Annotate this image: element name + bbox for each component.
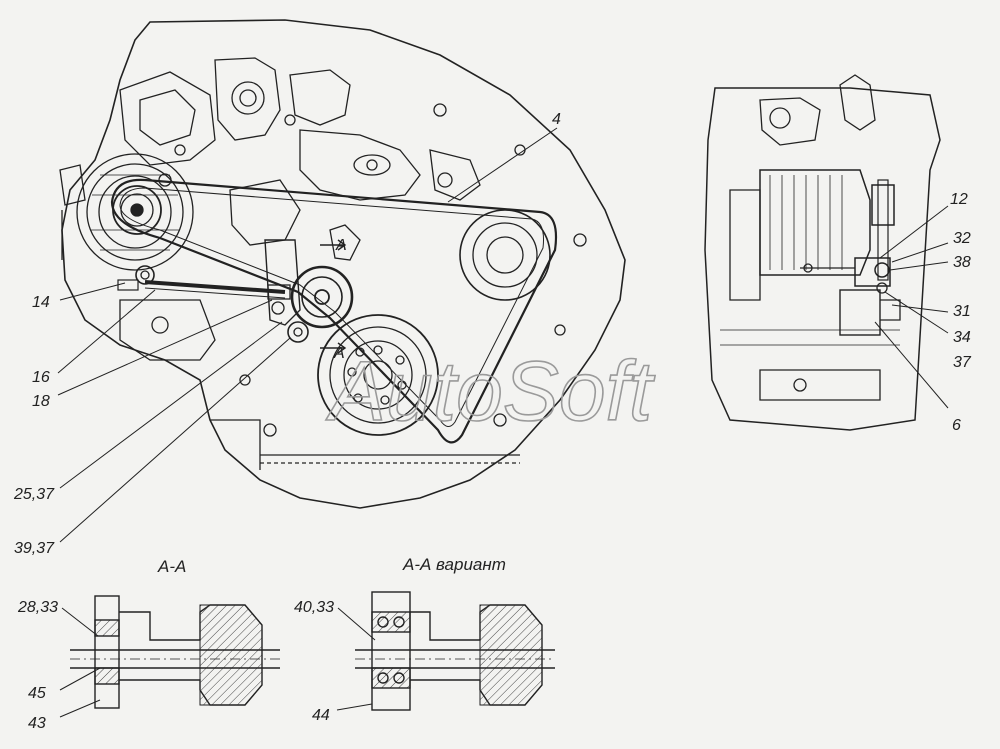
label-31: 31 <box>953 303 971 320</box>
label-40-33: 40,33 <box>294 599 334 616</box>
section-aa-variant <box>355 591 555 711</box>
label-25-37: 25,37 <box>13 486 55 503</box>
label-14: 14 <box>32 294 50 311</box>
label-45: 45 <box>28 685 46 702</box>
label-a-lower: A <box>333 345 345 362</box>
label-44: 44 <box>312 707 330 724</box>
section-title-aa: А-А <box>157 557 186 576</box>
crankshaft-pulley <box>317 314 439 436</box>
tensioner-bracket <box>264 239 309 343</box>
tensioner-side <box>800 257 901 336</box>
label-32: 32 <box>953 230 971 247</box>
label-6: 6 <box>952 417 961 434</box>
label-34: 34 <box>953 329 971 346</box>
label-39-37: 39,37 <box>14 540 55 557</box>
label-12: 12 <box>950 191 968 208</box>
drive-belt <box>110 178 558 444</box>
label-28-33: 28,33 <box>17 599 58 616</box>
watermark: AutoSoft <box>325 344 656 438</box>
tension-roller <box>290 265 354 329</box>
leader-lines <box>57 127 949 718</box>
label-a-upper: A <box>335 237 347 254</box>
label-38: 38 <box>953 254 971 271</box>
engine-front-view <box>59 19 626 509</box>
part-labels: 4 A A 14 16 18 25,37 39,37 12 32 38 31 3… <box>13 111 972 732</box>
alternator-pulley <box>112 185 162 235</box>
label-37: 37 <box>953 354 972 371</box>
label-43: 43 <box>28 715 46 732</box>
label-18: 18 <box>32 393 50 410</box>
section-title-aa-variant: А-А вариант <box>402 555 506 574</box>
label-4: 4 <box>552 111 561 128</box>
alternator <box>76 153 194 271</box>
section-aa <box>70 595 280 709</box>
engine-side-view <box>704 74 941 431</box>
tension-rod <box>117 265 286 299</box>
alternator-side <box>759 169 895 281</box>
label-16: 16 <box>32 369 50 386</box>
